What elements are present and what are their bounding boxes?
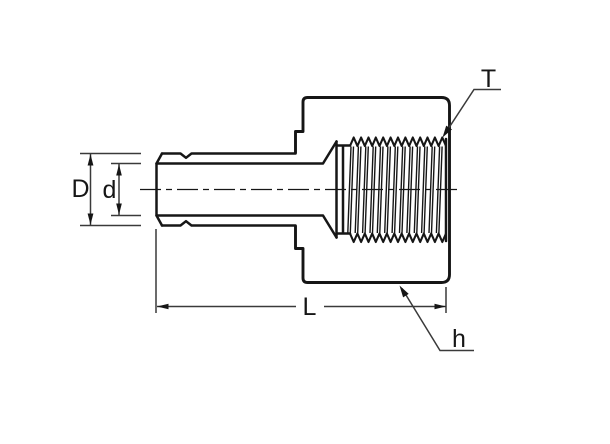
dimension-L-lines: [155, 229, 447, 313]
tube-outer-top-edge: [160, 152, 297, 160]
arrow-up-icon: [116, 164, 122, 176]
arrow-down-icon: [116, 203, 122, 215]
dimension-D: D: [71, 152, 141, 227]
body-outline: [294, 96, 451, 284]
dim-label-tube-diameter: d: [103, 176, 117, 204]
fitting-body: [294, 96, 451, 284]
leader-h-line: [401, 288, 474, 352]
arrow-down-icon: [87, 213, 94, 225]
arrow-leader-icon: [399, 285, 409, 298]
arrow-up-icon: [87, 154, 94, 166]
leader-T-line: [443, 88, 501, 135]
thread-collar: [335, 144, 352, 235]
thread-flank-hatch: [347, 146, 443, 234]
dim-label-hex: h: [452, 325, 466, 353]
thread-crest-bottom: [349, 232, 447, 244]
leader-h: h: [399, 285, 474, 353]
dim-label-overall-length: L: [303, 293, 317, 321]
leader-T: T: [442, 65, 501, 138]
dimension-d: d: [103, 162, 141, 217]
tube-inner-top-edge: [155, 140, 338, 165]
dim-label-thread: T: [481, 65, 496, 93]
dim-label-outer-diameter: D: [71, 175, 89, 203]
arrow-right-icon: [434, 303, 446, 310]
tube-end-face: [155, 152, 164, 227]
thread-section: [347, 136, 448, 244]
tube-stub: [155, 140, 352, 239]
arrow-left-icon: [157, 303, 169, 310]
arrow-leader-icon: [442, 125, 452, 138]
thread-crest-top: [349, 136, 447, 148]
tube-inner-bottom-edge: [155, 214, 338, 239]
tube-outer-bottom-edge: [160, 219, 297, 227]
dimension-L: L: [155, 229, 447, 321]
